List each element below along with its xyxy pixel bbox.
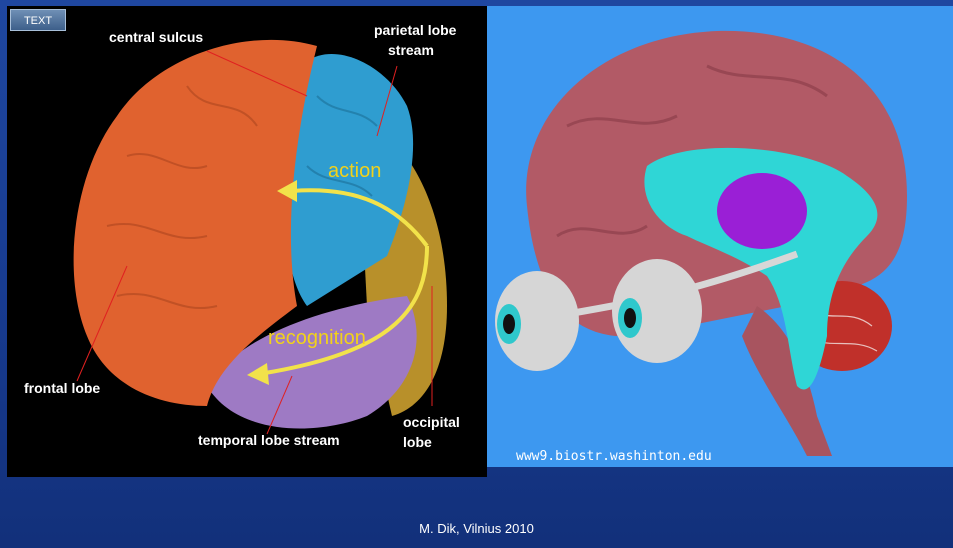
sagittal-brain-drawing bbox=[487, 6, 953, 467]
right-eyeball bbox=[612, 259, 702, 363]
label-occipital-lobe: lobe bbox=[403, 434, 432, 450]
left-eyeball bbox=[495, 271, 579, 371]
label-parietal-stream: stream bbox=[388, 42, 434, 58]
image-credit: www9.biostr.washinton.edu bbox=[516, 449, 712, 464]
label-central-sulcus: central sulcus bbox=[109, 29, 203, 45]
slide-footer: M. Dik, Vilnius 2010 bbox=[0, 521, 953, 536]
lateral-brain-figure bbox=[7, 6, 487, 477]
thalamus-shape bbox=[717, 173, 807, 249]
label-recognition: recognition bbox=[268, 327, 366, 350]
label-action: action bbox=[328, 160, 381, 183]
label-temporal-stream: temporal lobe stream bbox=[198, 432, 340, 448]
sagittal-brain-figure bbox=[487, 6, 953, 467]
lateral-brain-drawing bbox=[7, 6, 487, 477]
label-parietal-lobe: parietal lobe bbox=[374, 22, 456, 38]
label-frontal-lobe: frontal lobe bbox=[24, 380, 100, 396]
text-tag: TEXT bbox=[10, 9, 66, 31]
label-occipital: occipital bbox=[403, 414, 460, 430]
